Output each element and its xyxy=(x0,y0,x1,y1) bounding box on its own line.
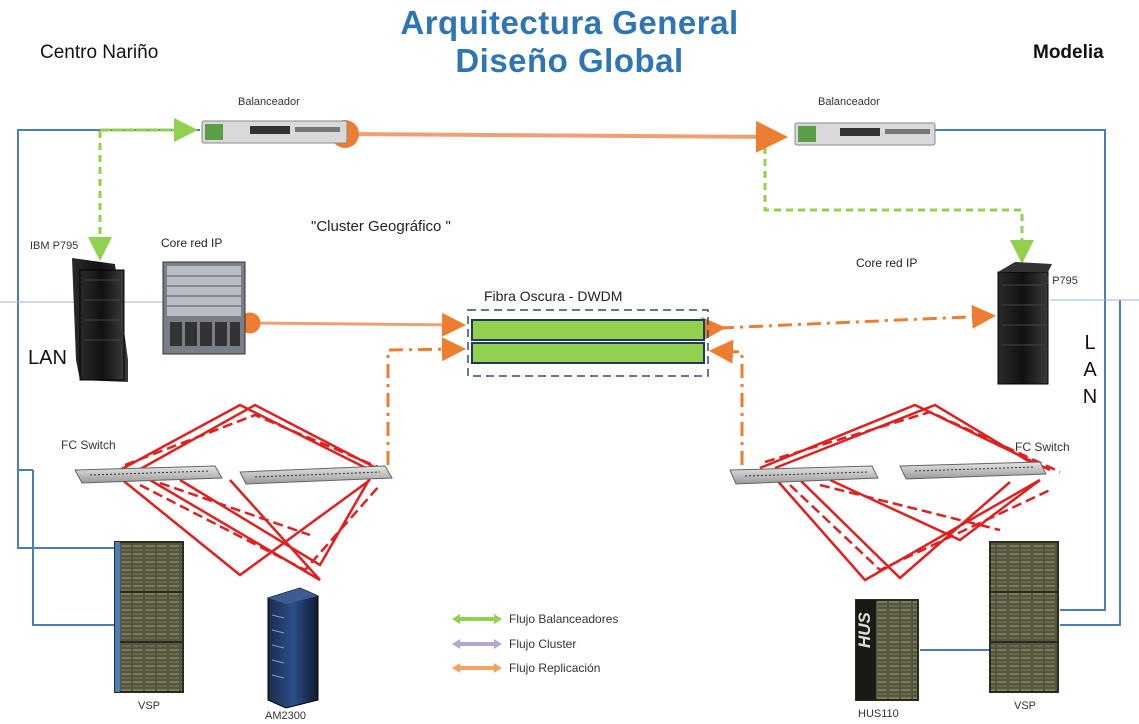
fc-right-label: FC Switch xyxy=(1015,440,1070,454)
fc-links-right xyxy=(759,403,1061,582)
server-left-rack xyxy=(72,258,128,382)
dwdm-label: Fibra Oscura - DWDM xyxy=(484,288,623,304)
legend-balancer-label: Flujo Balanceadores xyxy=(509,612,619,626)
fc-left-label: FC Switch xyxy=(61,438,116,452)
legend-cluster-label: Flujo Cluster xyxy=(509,637,577,651)
balancer-right-device xyxy=(794,122,936,146)
hus110-storage xyxy=(855,599,919,701)
fc-links-left xyxy=(119,403,386,582)
replication-flow xyxy=(239,120,996,465)
fc-switches-right xyxy=(729,461,1047,485)
core-right-label: Core red IP xyxy=(856,256,918,270)
lan-right-label: L A N xyxy=(1082,332,1098,408)
balancer-flow xyxy=(88,118,1034,264)
am2300-storage xyxy=(267,587,319,709)
am2300-label: AM2300 xyxy=(265,710,306,722)
server-left-label: IBM P795 xyxy=(30,240,79,252)
balancer-right-label: Balanceador xyxy=(818,96,880,108)
balancer-left-device xyxy=(201,120,348,144)
legend-arrows xyxy=(452,614,502,673)
vsp-left-label: VSP xyxy=(138,700,161,712)
legend-replication-label: Flujo Replicación xyxy=(509,661,601,675)
site-right-name: Modelia xyxy=(1033,42,1104,63)
server-right-label: M P795 xyxy=(1040,275,1078,287)
vsp-right-label: VSP xyxy=(1014,700,1037,712)
hus-mark-label: HUS xyxy=(855,612,874,648)
core-left-label: Core red IP xyxy=(161,236,223,250)
dwdm-device xyxy=(467,309,709,377)
vsp-right-storage xyxy=(989,541,1059,693)
fc-switches-left xyxy=(74,465,393,485)
lan-left-label: LAN xyxy=(28,347,67,369)
title-line1: Arquitectura General xyxy=(400,4,739,41)
server-right-rack xyxy=(997,262,1052,385)
core-router-device xyxy=(162,261,246,355)
lan-link-right xyxy=(920,129,1139,651)
balancer-left-label: Balanceador xyxy=(238,96,300,108)
vsp-left-storage xyxy=(114,541,184,693)
hus110-label: HUS110 xyxy=(858,708,899,720)
site-left-name: Centro Nariño xyxy=(40,42,159,63)
title-line2: Diseño Global xyxy=(455,42,684,79)
cluster-label: "Cluster Geográfico " xyxy=(311,218,451,235)
